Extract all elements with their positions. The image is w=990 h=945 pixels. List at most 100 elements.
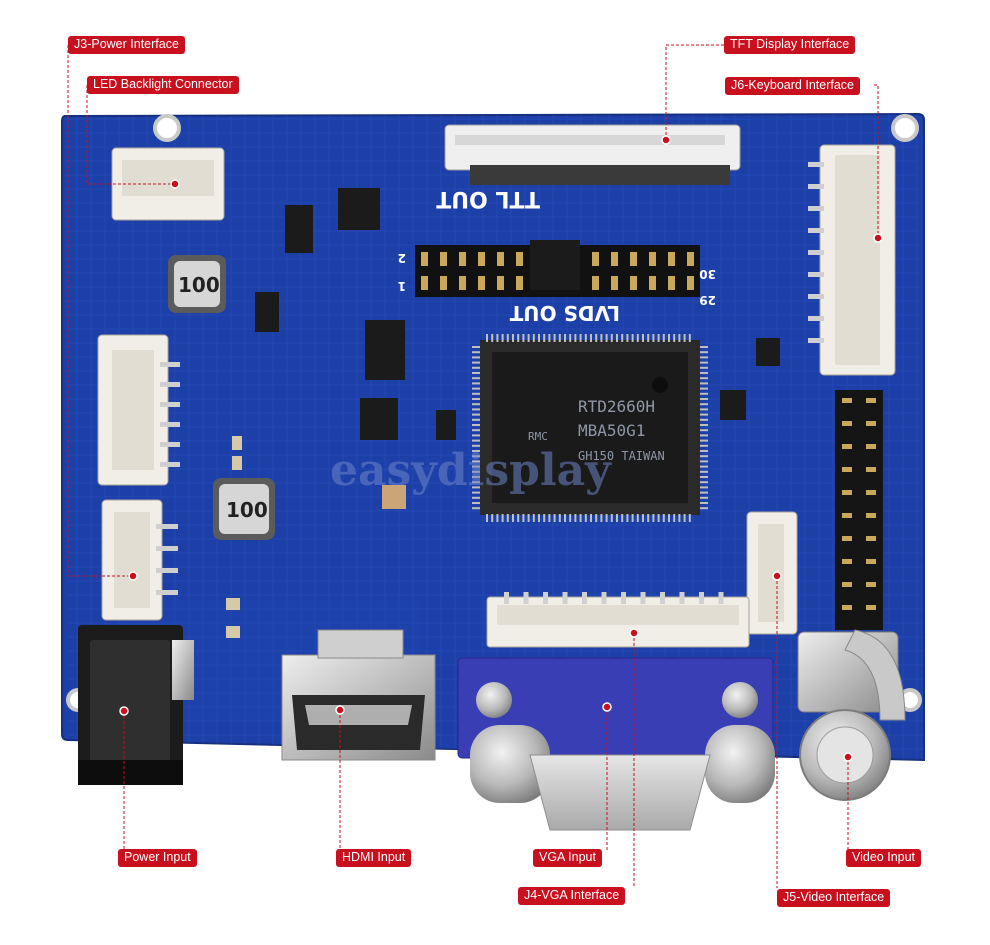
chip-pin-left	[472, 418, 480, 421]
chip-pin-top	[647, 334, 650, 342]
chip-pin-right	[700, 424, 708, 426]
chip-pin-left	[472, 372, 480, 374]
chip-pin-right	[700, 496, 708, 499]
chip-pin-left	[472, 434, 480, 437]
left-upper-pin	[160, 422, 180, 427]
chip-pin-right	[700, 507, 708, 510]
label-power-input: Power Input	[118, 849, 197, 867]
chip-pin-right	[700, 382, 708, 385]
leader-lines	[67, 44, 879, 888]
label-hdmi-input: HDMI Input	[336, 849, 412, 867]
right-header-pin	[866, 467, 876, 472]
vga-dsub-connector	[457, 657, 775, 831]
chip-pin-right	[700, 392, 708, 395]
chip-pin-bottom	[506, 514, 509, 522]
chip-pin-bottom	[673, 514, 676, 522]
chip-pin-top	[564, 334, 566, 342]
chip-pin-left	[472, 470, 480, 473]
lvds-pin	[478, 276, 485, 290]
chip-pin-left	[472, 387, 480, 390]
right-header-pin	[842, 421, 852, 426]
chip-pin-left	[472, 413, 480, 416]
right-header-pin	[866, 513, 876, 518]
chip-pin-top	[558, 334, 561, 342]
chip-pin-top	[553, 334, 556, 342]
lvds-pin	[592, 252, 599, 266]
ttl-fpc-connector	[444, 124, 741, 185]
chip-pin-top	[538, 334, 540, 342]
j6-pin	[808, 184, 824, 189]
chip-pin-top	[631, 334, 634, 342]
chip-pin-top	[569, 334, 572, 342]
right-header-pin	[842, 513, 852, 518]
chip-pin-left	[472, 507, 480, 510]
chip-pin-right	[700, 403, 708, 406]
chip-pin-bottom	[668, 514, 670, 522]
chip-pin-top	[517, 334, 520, 342]
chip-pin-right	[700, 356, 708, 359]
chip-pin-left	[472, 361, 480, 364]
dot-hdmi-input	[335, 705, 345, 715]
chip-pin-top	[486, 334, 488, 342]
hdmi-connector	[281, 629, 436, 761]
right-header-pin	[842, 582, 852, 587]
lvds-out-silkscreen: LVDS OUT	[509, 301, 620, 325]
label-led-backlight-connector: LED Backlight Connector	[87, 76, 239, 94]
label-j4-vga-interface: J4-VGA Interface	[518, 887, 626, 905]
chip-pin-right	[700, 460, 708, 463]
right-header-body	[835, 390, 883, 630]
chip-pin-top	[626, 334, 629, 342]
chip-pin-right	[700, 346, 708, 348]
chip-pin-right	[700, 434, 708, 437]
leader-j3-power	[67, 45, 133, 577]
vga-pin	[621, 592, 626, 604]
vga-pin	[660, 592, 665, 604]
chip-pin-bottom	[626, 514, 629, 522]
chip-pin-bottom	[491, 514, 494, 522]
chip-pin-left	[472, 351, 480, 354]
chip-pin-left	[472, 424, 480, 426]
chip-pin-left	[472, 439, 480, 442]
lvds-pin	[592, 276, 599, 290]
leader-j6-keyboard	[874, 84, 879, 238]
chip-pin-bottom	[600, 514, 603, 522]
j6-pin	[808, 228, 824, 233]
chip-pin-left	[472, 491, 480, 494]
lvds-pin	[649, 276, 656, 290]
chip-pin-right	[700, 387, 708, 390]
j6-pin	[808, 316, 824, 321]
lvds-pin	[630, 276, 637, 290]
lvds-pin	[478, 252, 485, 266]
chip-pin-top	[527, 334, 530, 342]
dot-power-input	[119, 706, 129, 716]
svg-text:100: 100	[226, 498, 268, 522]
chip-pin-bottom	[527, 514, 530, 522]
chip-pin-right	[700, 418, 708, 421]
chip-pin-bottom	[574, 514, 577, 522]
left-connector-upper-pins	[160, 362, 180, 467]
vga-pin	[562, 592, 568, 604]
j6-pin	[808, 338, 824, 343]
svg-text:GH150 TAIWAN: GH150 TAIWAN	[578, 449, 665, 463]
watermark-text: easydisplay	[330, 445, 612, 496]
chip-pin-top	[657, 334, 660, 342]
chip-pin-right	[700, 450, 708, 452]
chip-pin-top	[673, 334, 676, 342]
rca-video-jack	[797, 629, 906, 801]
inductor-top: 100	[168, 255, 226, 313]
chip-pin-right	[700, 491, 708, 494]
chip-pin-right	[700, 476, 708, 478]
chip-pin-bottom	[553, 514, 556, 522]
left-upper-pin	[160, 362, 180, 367]
chip-pin-bottom	[688, 514, 691, 522]
vga-pin	[582, 592, 587, 604]
left-upper-pin	[160, 462, 180, 467]
chip-pin-left	[472, 403, 480, 406]
chip-pin-right	[700, 372, 708, 374]
right-header-pin	[842, 490, 852, 495]
chip-pin-left	[472, 481, 480, 484]
j5-video-connector	[746, 511, 798, 635]
lvds-pin	[516, 276, 523, 290]
lvds-pin	[497, 252, 504, 266]
label-video-input: Video Input	[846, 849, 922, 867]
